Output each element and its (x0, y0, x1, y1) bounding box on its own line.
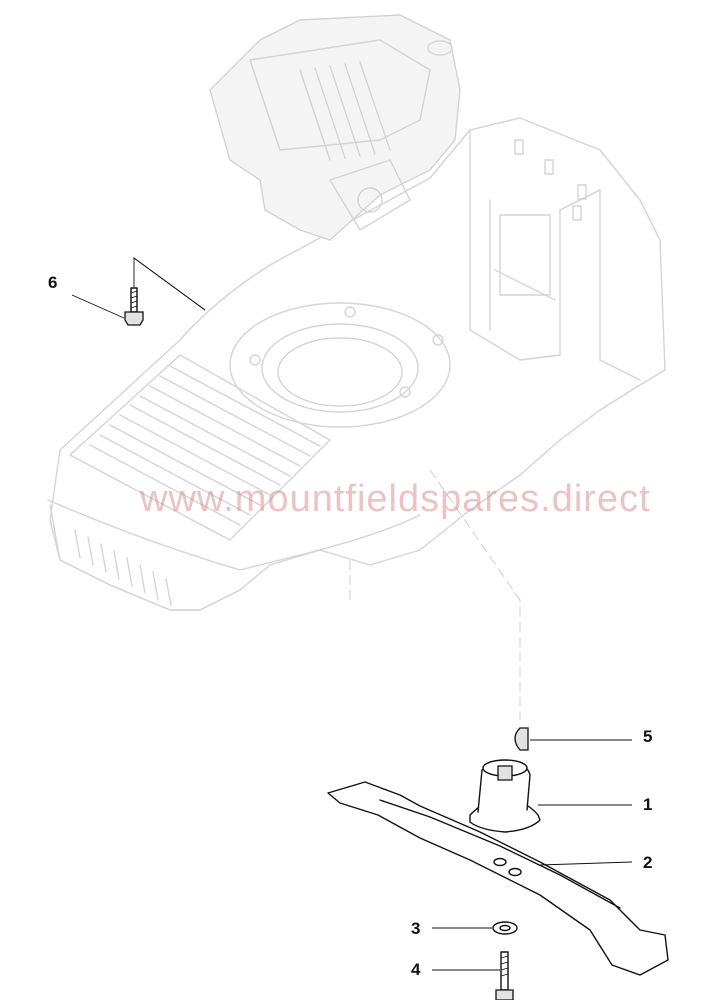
washer-part-3 (432, 921, 518, 935)
callout-6: 6 (48, 273, 58, 292)
callout-2: 2 (643, 853, 653, 872)
callout-4: 4 (411, 960, 421, 979)
callout-3: 3 (411, 919, 421, 938)
bolt-part-4 (432, 951, 514, 1000)
callout-5: 5 (643, 727, 653, 746)
key-part-5 (514, 727, 632, 751)
mower-deck-ghost (47, 14, 666, 720)
blade-holder-part-1 (469, 759, 632, 833)
leader-6 (71, 257, 206, 319)
blade-part-2 (327, 781, 669, 976)
callout-1: 1 (643, 795, 653, 814)
screw-part-6 (124, 287, 144, 326)
watermark-text: www.mountfieldspares.direct (140, 478, 651, 520)
